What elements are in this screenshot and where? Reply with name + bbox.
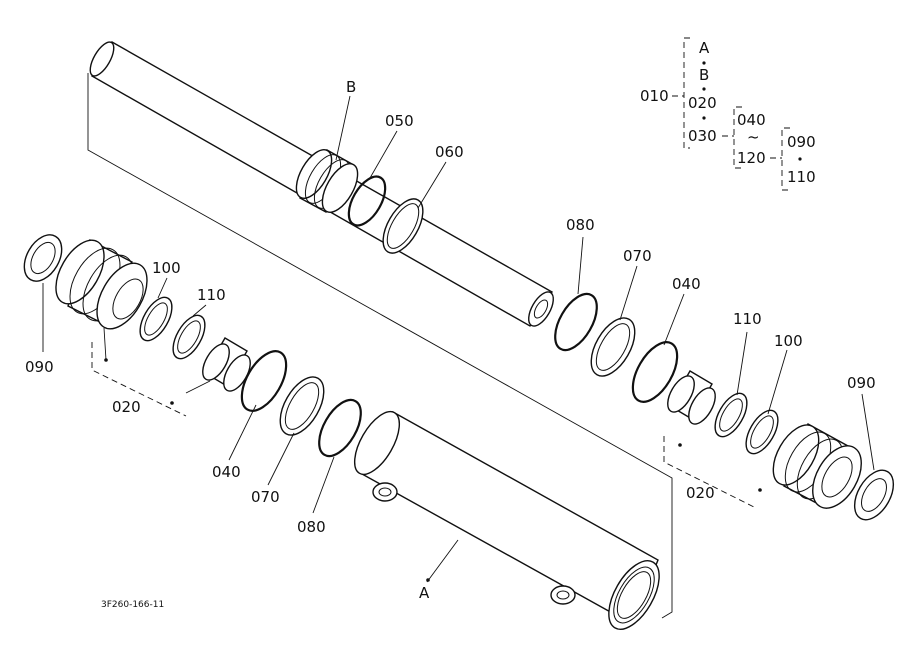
tree-node-110: 110 bbox=[787, 168, 816, 186]
callout-050: 050 bbox=[385, 112, 414, 130]
callout-060: 060 bbox=[435, 143, 464, 161]
callout-070-top: 070 bbox=[623, 247, 652, 265]
tree-root-010: 010 bbox=[640, 87, 669, 105]
oring-080-top bbox=[554, 292, 598, 352]
tree-node-120: 120 bbox=[737, 149, 766, 167]
callout-070-bottom: 070 bbox=[251, 488, 280, 506]
callout-080-top: 080 bbox=[566, 216, 595, 234]
callout-100-right: 100 bbox=[774, 332, 803, 350]
callout-040-bottom: 040 bbox=[212, 463, 241, 481]
tree-node-A: A bbox=[699, 39, 710, 57]
seal-100-right bbox=[745, 409, 779, 455]
leader-lines bbox=[42, 95, 875, 583]
tree-node-030: 030 bbox=[688, 127, 717, 145]
dot-marker bbox=[170, 401, 174, 405]
bushing-030-left bbox=[202, 337, 251, 392]
group-bracket-020-right bbox=[663, 436, 757, 509]
callout-110-right: 110 bbox=[733, 310, 762, 328]
tree-node-040: 040 bbox=[737, 111, 766, 129]
oring-050 bbox=[347, 175, 387, 227]
callout-A: A bbox=[419, 584, 430, 602]
backup-ring-060 bbox=[382, 198, 424, 254]
callout-090-left: 090 bbox=[25, 358, 54, 376]
cylinder-tube bbox=[353, 410, 660, 630]
rod-guide-020-left bbox=[55, 238, 148, 330]
backup-070-top bbox=[590, 317, 636, 377]
tree-range-tilde: ~ bbox=[747, 128, 760, 146]
tree-node-020: 020 bbox=[688, 94, 717, 112]
callout-100-left: 100 bbox=[152, 259, 181, 277]
tree-node-B: B bbox=[699, 66, 709, 84]
wiper-090-left bbox=[23, 234, 63, 282]
rod-piston-head bbox=[295, 149, 359, 213]
part-hierarchy-tree: 010 A B 020 030 040 ~ 120 090 110 bbox=[640, 37, 816, 191]
assembly-bracket-line bbox=[87, 73, 673, 619]
callout-080-bottom: 080 bbox=[297, 518, 326, 536]
callout-B: B bbox=[346, 78, 356, 96]
callout-110-left: 110 bbox=[197, 286, 226, 304]
dot-marker bbox=[678, 443, 682, 447]
bushing-030-right bbox=[667, 370, 716, 425]
oring-040-bottom bbox=[240, 350, 288, 412]
wiper-090-right bbox=[853, 469, 895, 521]
seal-110-left bbox=[172, 314, 206, 360]
figure-code: 3F260-166-11 bbox=[101, 600, 164, 610]
seal-100-left bbox=[139, 296, 173, 342]
oring-040-top bbox=[631, 341, 679, 403]
seal-110-right bbox=[714, 392, 748, 438]
callout-020-right: 020 bbox=[686, 484, 715, 502]
callout-020-left: 020 bbox=[112, 398, 141, 416]
callout-090-right: 090 bbox=[847, 374, 876, 392]
dot-marker bbox=[758, 488, 762, 492]
backup-070-bottom bbox=[279, 376, 325, 436]
rod-guide-020-right bbox=[772, 423, 862, 509]
oring-080-bottom bbox=[318, 398, 362, 458]
tree-node-090: 090 bbox=[787, 133, 816, 151]
callout-040-top: 040 bbox=[672, 275, 701, 293]
